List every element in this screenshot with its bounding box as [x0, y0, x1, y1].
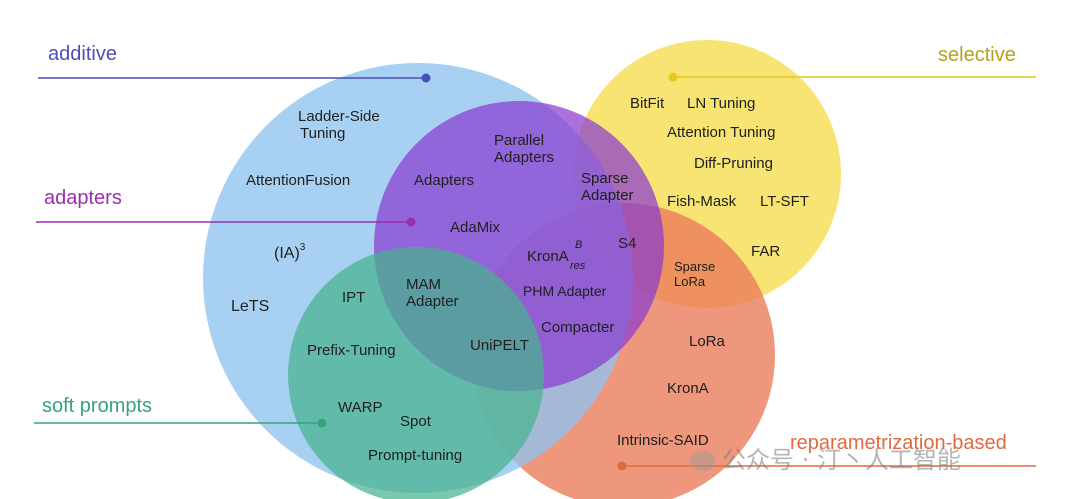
wechat-icon: [690, 451, 716, 471]
method-ia3-base: (IA): [274, 245, 300, 262]
method-attention-fusion: AttentionFusion: [246, 172, 351, 189]
method-ladder-side-line2: Tuning: [300, 125, 346, 143]
method-ln-tuning: LN Tuning: [687, 95, 756, 112]
method-diff-pruning: Diff-Pruning: [694, 155, 773, 172]
method-adapters: Adapters: [414, 172, 475, 189]
method-ia3: (IA)3: [274, 242, 306, 263]
method-sparse-lora-line1: Sparse: [674, 259, 716, 274]
method-unipelt: UniPELT: [470, 337, 529, 354]
method-parallel-adapters: Parallel Adapters: [494, 132, 554, 167]
method-mam-adapter: MAM Adapter: [406, 276, 459, 311]
soft-prompts-circle: [288, 247, 544, 499]
method-lets: LeTS: [231, 298, 270, 315]
adapters-dot: [406, 217, 416, 227]
method-krona-sup: B: [575, 239, 583, 251]
method-ipt: IPT: [342, 289, 366, 306]
method-adamix: AdaMix: [450, 219, 501, 236]
method-parallel-line2: Adapters: [494, 149, 555, 167]
category-selective: selective: [938, 44, 1016, 66]
method-prompt-tuning: Prompt-tuning: [368, 447, 463, 464]
method-sparse-adapter: Sparse Adapter: [581, 170, 634, 205]
method-prefix-tuning: Prefix-Tuning: [307, 342, 396, 359]
category-additive: additive: [48, 43, 117, 65]
method-s4: S4: [618, 235, 637, 252]
method-krona-sub: res: [570, 260, 586, 272]
method-mam-line2: Adapter: [406, 293, 459, 311]
method-ia3-sup: 3: [299, 242, 306, 253]
method-warp: WARP: [338, 399, 383, 416]
method-parallel-line1: Parallel: [494, 132, 545, 149]
method-intrinsic-said: Intrinsic-SAID: [617, 432, 709, 449]
category-soft-prompts: soft prompts: [42, 395, 153, 417]
method-mam-line1: MAM: [406, 276, 441, 293]
watermark-text: 公众号 · 汀丶人工智能: [722, 446, 961, 474]
method-spot: Spot: [400, 413, 431, 430]
method-ladder-side-tuning: Ladder-Side Tuning: [298, 108, 380, 143]
method-far: FAR: [751, 243, 781, 260]
watermark: 公众号 · 汀丶人工智能: [690, 440, 961, 475]
reparametrization-dot: [617, 461, 627, 471]
method-compacter: Compacter: [541, 319, 615, 336]
method-sparse-adapter-line2: Adapter: [581, 187, 634, 205]
method-sparse-lora-line2: LoRa: [674, 273, 706, 289]
soft-prompts-dot: [317, 418, 327, 428]
method-lt-sft: LT-SFT: [760, 193, 809, 210]
method-attention-tuning: Attention Tuning: [667, 124, 776, 141]
method-bitfit: BitFit: [630, 95, 665, 112]
method-sparse-adapter-line1: Sparse: [581, 170, 629, 187]
method-ladder-side-line1: Ladder-Side: [298, 108, 380, 125]
method-sparse-lora: Sparse LoRa: [674, 259, 716, 290]
method-krona-bres: KronA B res: [527, 239, 617, 272]
method-krona-base: KronA: [527, 248, 569, 265]
additive-dot: [421, 73, 431, 83]
selective-dot: [668, 72, 678, 82]
method-lora: LoRa: [689, 333, 725, 350]
method-krona: KronA: [667, 380, 709, 397]
category-adapters: adapters: [44, 187, 122, 209]
method-phm-adapter: PHM Adapter: [523, 283, 607, 299]
method-fish-mask: Fish-Mask: [667, 193, 737, 210]
category-reparametrization: reparametrization-based: [790, 432, 1007, 454]
